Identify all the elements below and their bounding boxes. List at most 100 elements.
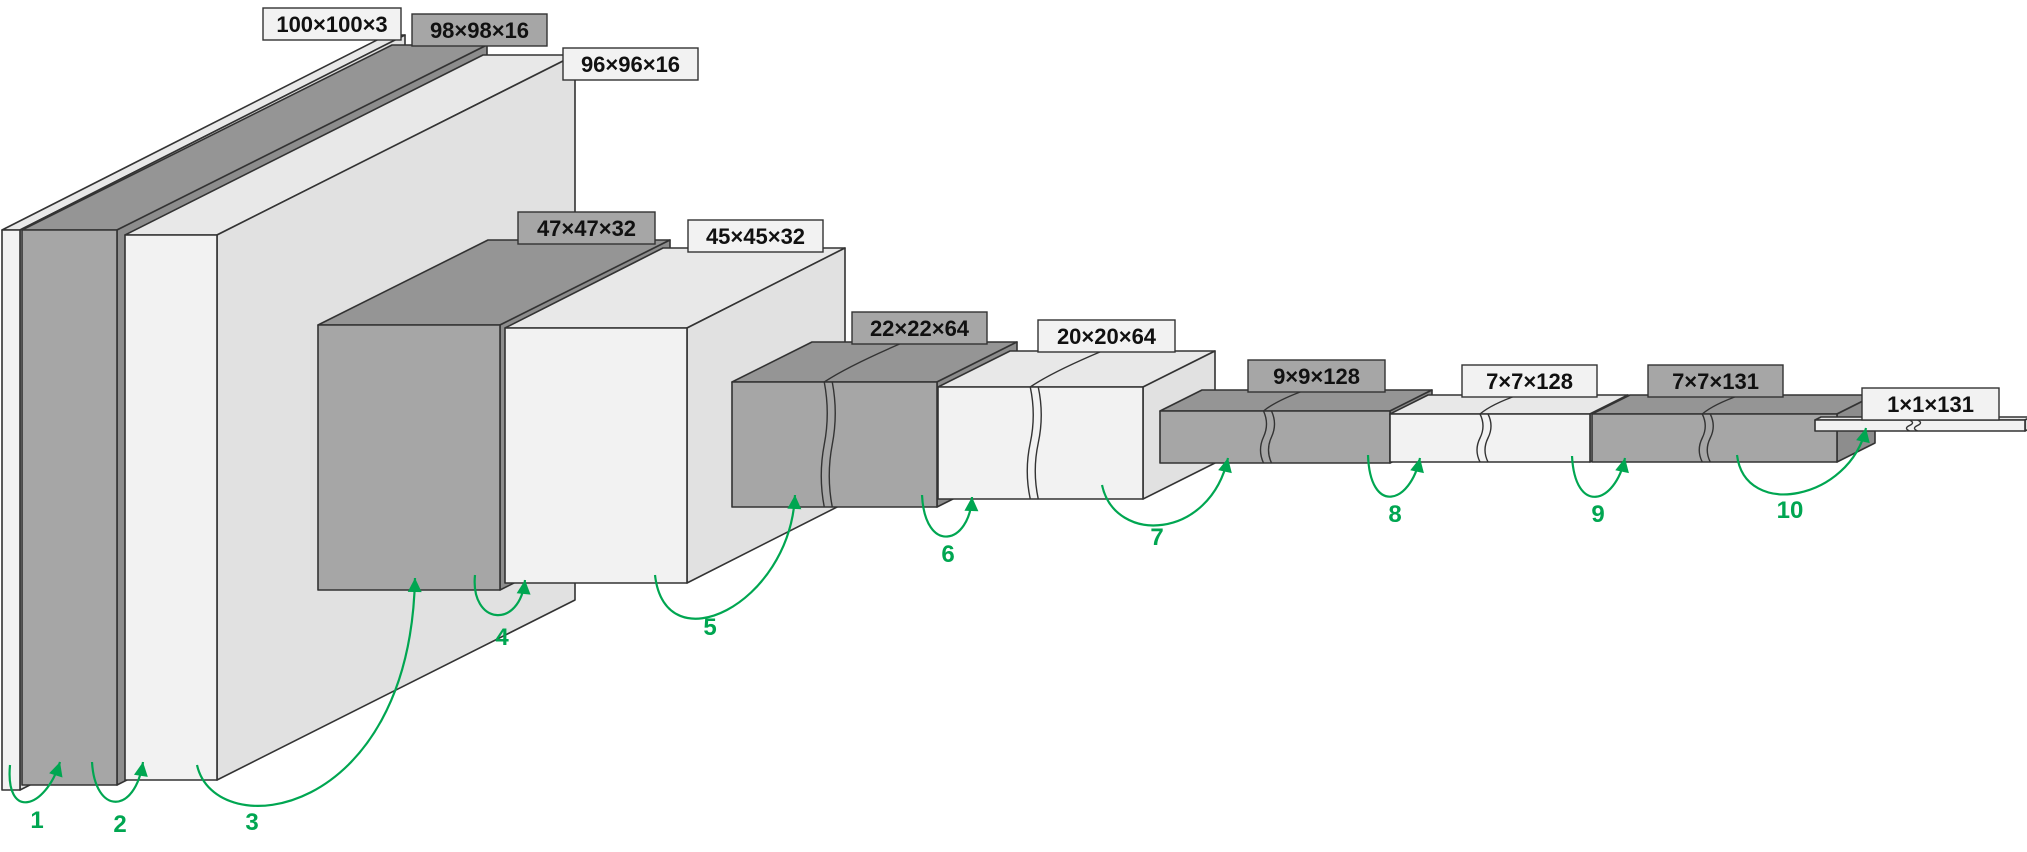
layer-block-front — [124, 234, 218, 781]
dimension-label-text: 96×96×16 — [581, 52, 680, 77]
transition-arrow-8: 8 — [1366, 454, 1424, 528]
dimension-label-box — [1461, 364, 1598, 398]
step-number: 5 — [703, 614, 716, 641]
dimension-label-box — [1647, 364, 1784, 398]
dimension-label-text: 47×47×32 — [537, 216, 636, 241]
layer-block-front — [504, 327, 688, 584]
break-mark — [1026, 386, 1034, 500]
arrow-curve — [1366, 454, 1422, 498]
dimension-label-10: 7×7×131 — [1647, 364, 1784, 398]
break-mark — [1259, 410, 1268, 464]
dimension-label-2: 98×98×16 — [411, 13, 548, 47]
arrow-curve — [473, 574, 527, 617]
dimension-label-text: 7×7×131 — [1672, 369, 1759, 394]
break-mark-top — [1029, 350, 1103, 388]
dimension-label-8: 9×9×128 — [1247, 359, 1386, 393]
dimension-label-box — [687, 219, 824, 253]
break-mark — [1698, 413, 1706, 463]
dimension-label-11: 1×1×131 — [1861, 387, 2000, 421]
arrow-curve — [1570, 455, 1627, 498]
arrow-head — [1856, 428, 1870, 444]
transition-arrow-6: 6 — [920, 494, 979, 568]
dimension-label-box — [262, 7, 402, 41]
arrow-head — [407, 578, 422, 593]
arrow-head — [1615, 458, 1629, 474]
dimension-label-9: 7×7×128 — [1461, 364, 1598, 398]
step-number: 2 — [113, 811, 126, 838]
dimension-label-text: 100×100×3 — [276, 12, 387, 37]
step-number: 1 — [30, 807, 43, 834]
dimension-label-4: 47×47×32 — [517, 211, 656, 245]
step-number: 9 — [1591, 501, 1604, 528]
break-mark — [1484, 413, 1492, 463]
arrow-head — [133, 762, 148, 777]
layer-block-front — [1, 229, 21, 791]
transition-arrow-5: 5 — [653, 494, 802, 641]
dimension-label-text: 45×45×32 — [706, 224, 805, 249]
arrow-curve — [90, 761, 145, 803]
dimension-label-box — [1247, 359, 1386, 393]
layer-block-10 — [1591, 394, 1876, 463]
step-number: 10 — [1777, 497, 1804, 524]
arrow-curve — [195, 577, 417, 807]
step-number: 4 — [495, 624, 509, 651]
step-number: 7 — [1150, 524, 1163, 551]
dimension-label-text: 7×7×128 — [1486, 369, 1573, 394]
break-mark — [1267, 410, 1276, 464]
transition-arrow-1: 1 — [8, 761, 63, 834]
dimension-label-text: 1×1×131 — [1887, 392, 1974, 417]
step-number: 8 — [1388, 501, 1401, 528]
break-mark — [820, 381, 828, 508]
layer-block-front — [21, 229, 118, 786]
layer-block-front — [317, 324, 501, 591]
dimension-label-box — [1861, 387, 2000, 421]
transition-arrow-3: 3 — [195, 577, 422, 836]
step-number: 6 — [941, 541, 954, 568]
break-mark — [1913, 419, 1922, 432]
dimension-label-text: 9×9×128 — [1273, 364, 1360, 389]
layer-block-front — [1159, 410, 1391, 464]
dimension-label-text: 22×22×64 — [870, 316, 970, 341]
dimension-label-text: 98×98×16 — [430, 18, 529, 43]
arrow-head — [1410, 458, 1424, 474]
arrow-curve — [8, 761, 62, 804]
transition-arrow-2: 2 — [90, 761, 148, 838]
arrow-head — [49, 762, 63, 778]
dimension-label-5: 45×45×32 — [687, 219, 824, 253]
break-mark — [1034, 386, 1042, 500]
layer-block-front — [1591, 413, 1838, 463]
arrow-head — [787, 495, 802, 510]
break-mark — [1706, 413, 1714, 463]
arrow-curve — [1735, 427, 1868, 496]
dimension-label-box — [1037, 319, 1176, 353]
break-mark — [1905, 419, 1914, 432]
dimension-label-3: 96×96×16 — [562, 47, 699, 81]
dimension-label-box — [517, 211, 656, 245]
arrow-head — [516, 580, 531, 595]
arrow-curve — [1100, 457, 1230, 527]
dimension-labels: 100×100×3 98×98×16 96×96×16 47×47×32 45×45×3… — [262, 7, 2000, 421]
layer-blocks — [1, 34, 2027, 791]
dimension-label-7: 20×20×64 — [1037, 319, 1176, 353]
transition-arrows: 1 2 3 4 5 6 7 8 9 10 — [8, 427, 1870, 838]
transition-arrow-7: 7 — [1100, 457, 1232, 551]
break-mark-top — [823, 341, 905, 383]
dimension-label-box — [562, 47, 699, 81]
arrow-curve — [653, 494, 797, 620]
arrow-head — [964, 497, 979, 512]
arrow-curve — [920, 494, 974, 538]
transition-arrow-9: 9 — [1570, 455, 1629, 528]
dimension-label-text: 20×20×64 — [1057, 324, 1157, 349]
transition-arrow-4: 4 — [473, 574, 531, 651]
transition-arrow-10: 10 — [1735, 427, 1870, 524]
step-number: 3 — [245, 809, 258, 836]
layer-block-9 — [1389, 394, 1629, 463]
arrow-head — [1218, 458, 1232, 474]
dimension-label-box — [851, 311, 988, 345]
dimension-label-6: 22×22×64 — [851, 311, 988, 345]
dimension-label-1: 100×100×3 — [262, 7, 402, 41]
break-mark — [1476, 413, 1484, 463]
break-mark — [828, 381, 836, 508]
